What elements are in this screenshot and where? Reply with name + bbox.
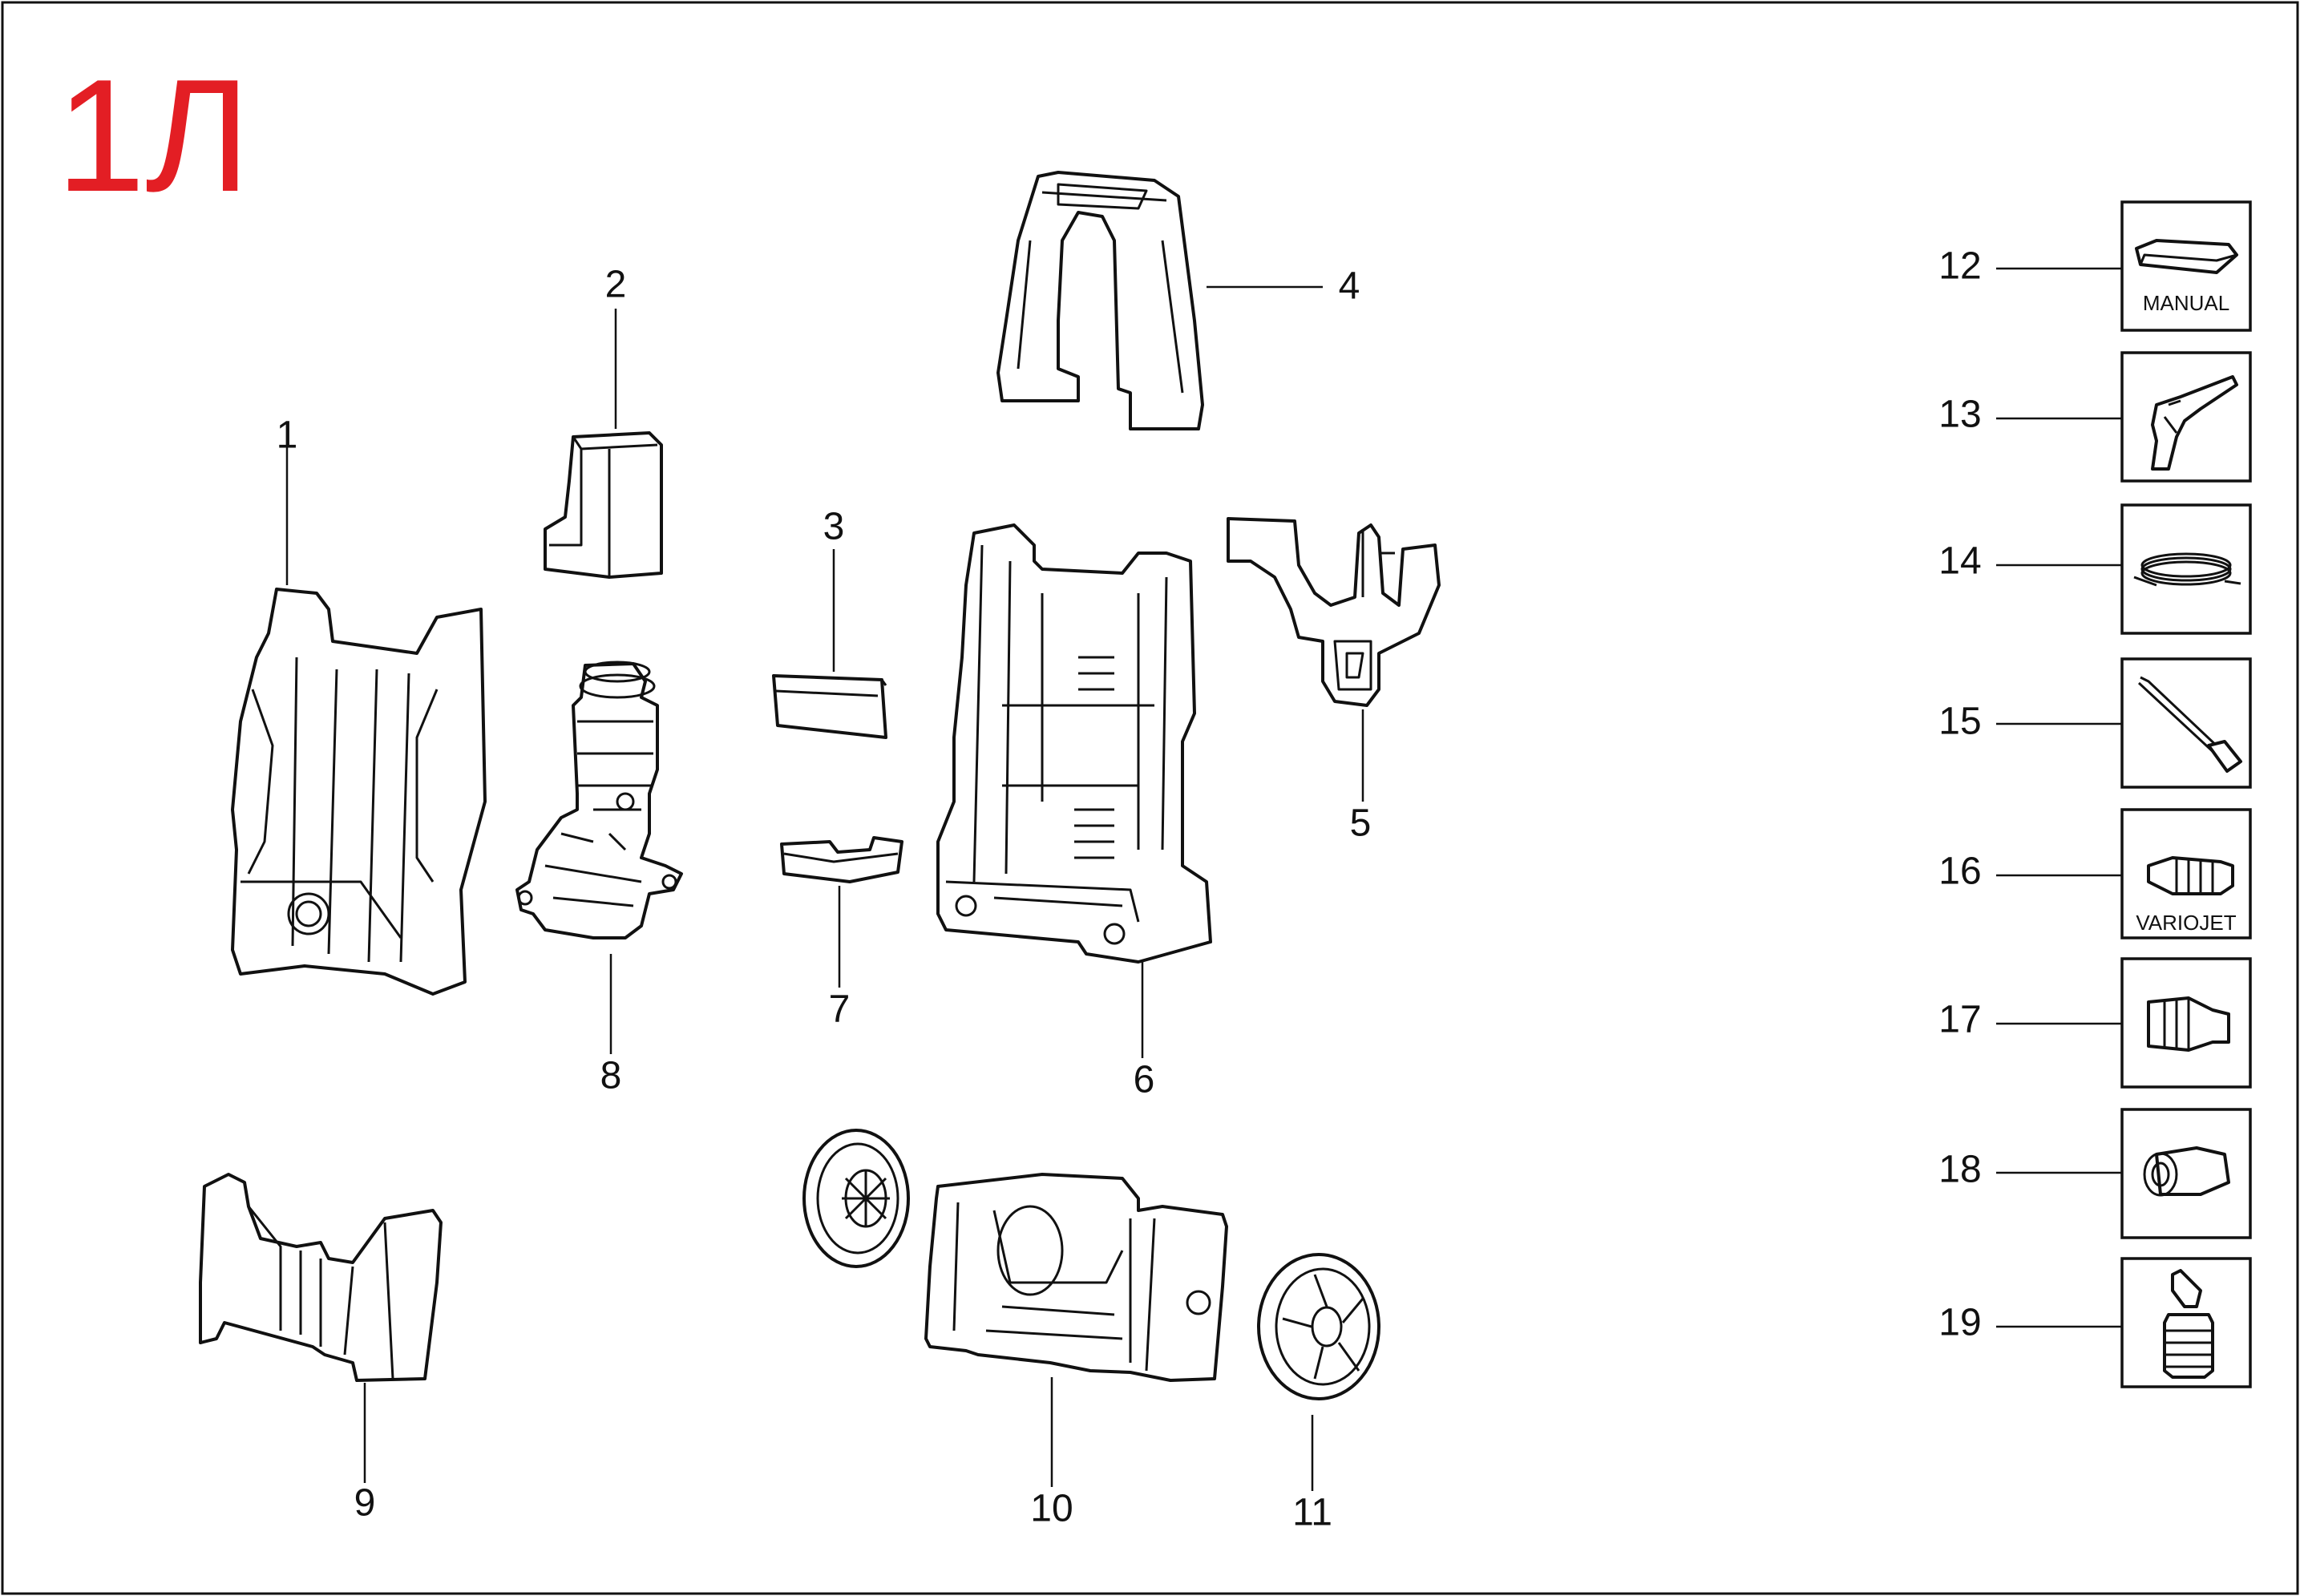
accessory-16-variojet-nozzle: VARIOJET	[2120, 808, 2252, 939]
part-8-motor-pump-assembly	[515, 661, 683, 939]
accessory-15-spray-lance	[2120, 657, 2252, 789]
part-number-14: 14	[1938, 540, 1981, 583]
part-number-5: 5	[1350, 802, 1372, 845]
part-number-10: 10	[1030, 1488, 1073, 1530]
part-number-3: 3	[823, 506, 845, 548]
part-3-foam-block	[772, 674, 887, 739]
part-number-12: 12	[1938, 245, 1981, 288]
part-number-17: 17	[1938, 999, 1981, 1041]
accessory-17-quick-connector	[2120, 957, 2252, 1089]
part-number-16: 16	[1938, 851, 1981, 893]
part-11-wheel	[1257, 1253, 1380, 1400]
part-number-4: 4	[1339, 265, 1360, 308]
part-1-rear-cover-panel	[231, 588, 487, 996]
part-2-motor-cap	[544, 431, 663, 579]
part-10-base-chassis	[924, 1173, 1228, 1382]
part-number-6: 6	[1134, 1059, 1155, 1101]
part-4-carry-handle	[996, 171, 1204, 430]
part-number-2: 2	[605, 264, 627, 306]
part-number-13: 13	[1938, 394, 1981, 436]
part-number-15: 15	[1938, 701, 1981, 743]
part-number-11: 11	[1292, 1492, 1332, 1534]
accessory-19-detergent-bottle	[2120, 1257, 2252, 1388]
manual-label: MANUAL	[2143, 291, 2229, 315]
part-number-18: 18	[1938, 1149, 1981, 1191]
part-number-7: 7	[829, 988, 851, 1031]
left-wheel	[802, 1129, 910, 1268]
part-7-foam-pad	[780, 836, 903, 883]
part-number-9: 9	[354, 1482, 376, 1525]
part-5-hose-hook-holder	[1227, 517, 1441, 707]
accessory-13-spray-gun	[2120, 351, 2252, 483]
part-number-8: 8	[600, 1055, 622, 1097]
part-9-front-cover-panel	[199, 1173, 443, 1382]
accessory-12-manual: MANUAL	[2120, 200, 2252, 332]
variojet-label: VARIOJET	[2136, 911, 2236, 935]
part-number-1: 1	[277, 414, 298, 457]
accessory-18-hose-adapter	[2120, 1108, 2252, 1239]
part-6-main-frame-housing	[936, 523, 1212, 964]
page-title: 1Л	[56, 46, 250, 225]
part-number-19: 19	[1938, 1302, 1981, 1344]
accessory-14-coiled-hose	[2120, 503, 2252, 635]
